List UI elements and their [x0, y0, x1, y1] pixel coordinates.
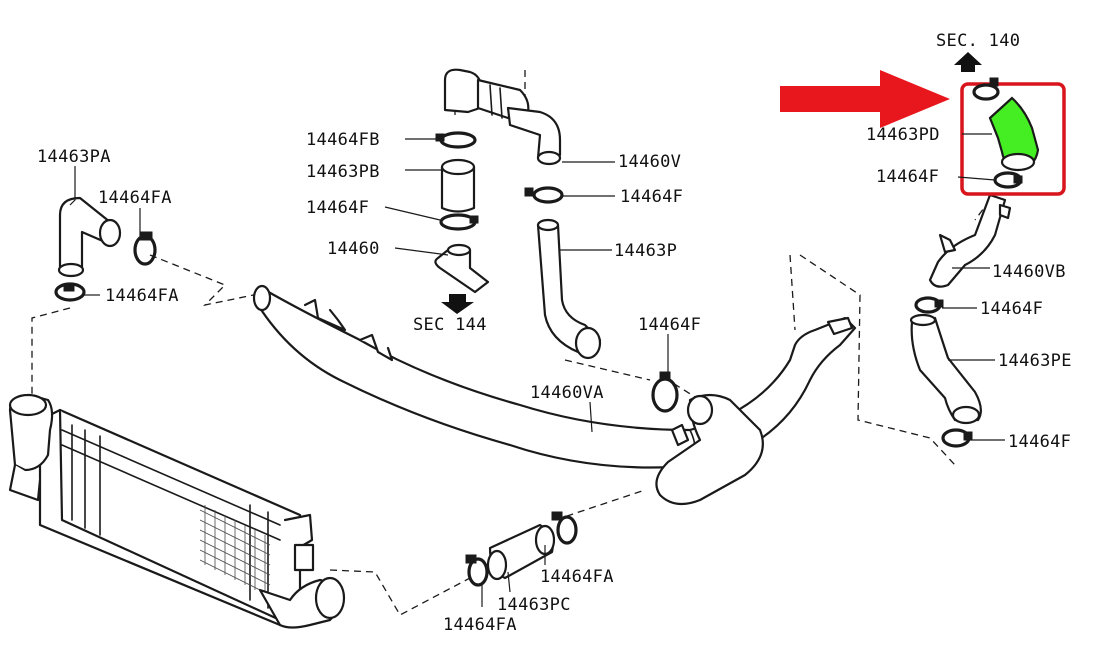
pipe-14460V [443, 68, 562, 166]
pipe-14460VB [928, 193, 1012, 288]
label-14463PB: 14463PB [306, 162, 380, 182]
clamp-14464FB [435, 131, 477, 149]
label-14464F-r2: 14464F [1008, 432, 1071, 452]
label-14464F-r1: 14464F [980, 299, 1043, 319]
label-14464F-center: 14464F [306, 198, 369, 218]
label-14463PC: 14463PC [497, 595, 571, 615]
leader-lines [69, 133, 1005, 607]
label-14464F-v: 14464F [620, 187, 683, 207]
label-14464FA-btm: 14464FA [443, 615, 517, 635]
highlight-box [960, 82, 1066, 196]
intercooler-core-mesh [199, 505, 271, 596]
label-14464FB: 14464FB [306, 130, 380, 150]
hose-14463PC [486, 523, 556, 581]
label-14464FA-left: 14464FA [105, 286, 179, 306]
section-ref-sec144: SEC 144 [413, 315, 487, 335]
clamp-14464F-box [993, 171, 1023, 189]
clamp-14464F-v [524, 186, 564, 204]
flange-14460 [434, 243, 490, 294]
clamp-14464FA-left [54, 282, 86, 302]
part-labels: 14463PA 14464FA 14464FA 14464FB 14463PB … [37, 31, 1072, 635]
clamp-14464FA-top [133, 231, 157, 266]
hose-14463PA [57, 196, 122, 278]
clamp-14464FA-btm [465, 554, 489, 587]
label-14464FA-top: 14464FA [98, 188, 172, 208]
intercooler [8, 393, 346, 629]
hose-14463PE [909, 313, 982, 425]
label-14464F-box: 14464F [876, 167, 939, 187]
label-14460VB: 14460VB [992, 262, 1066, 282]
label-14463P: 14463P [614, 241, 677, 261]
hose-14463P [536, 218, 602, 360]
label-14460: 14460 [327, 239, 380, 259]
arrow-down-icon [441, 294, 474, 314]
hose-14463PB [440, 158, 476, 213]
pipe-14460VA [252, 284, 857, 469]
label-14463PA: 14463PA [37, 147, 111, 167]
label-14460VA: 14460VA [530, 383, 604, 403]
clamp-14464F-center [439, 213, 479, 231]
highlight-area [960, 77, 1066, 196]
clamp-14464F-r1 [914, 296, 944, 314]
clamp-14464FA-bottom [551, 511, 578, 545]
label-14464F-mid: 14464F [638, 315, 701, 335]
label-14464FA-bottom: 14464FA [540, 567, 614, 587]
label-14463PD: 14463PD [866, 125, 940, 145]
clamp-14464F-mid [651, 371, 679, 413]
label-14463PE: 14463PE [998, 351, 1072, 371]
arrow-up-icon [954, 52, 982, 72]
hose-lower-right [655, 393, 764, 506]
clamp-top-in-box [972, 77, 1000, 101]
label-14460V: 14460V [618, 152, 681, 172]
clamp-14464F-r2 [941, 428, 973, 448]
section-ref-sec140: SEC. 140 [936, 31, 1020, 51]
red-pointer-arrow-icon [780, 70, 950, 128]
